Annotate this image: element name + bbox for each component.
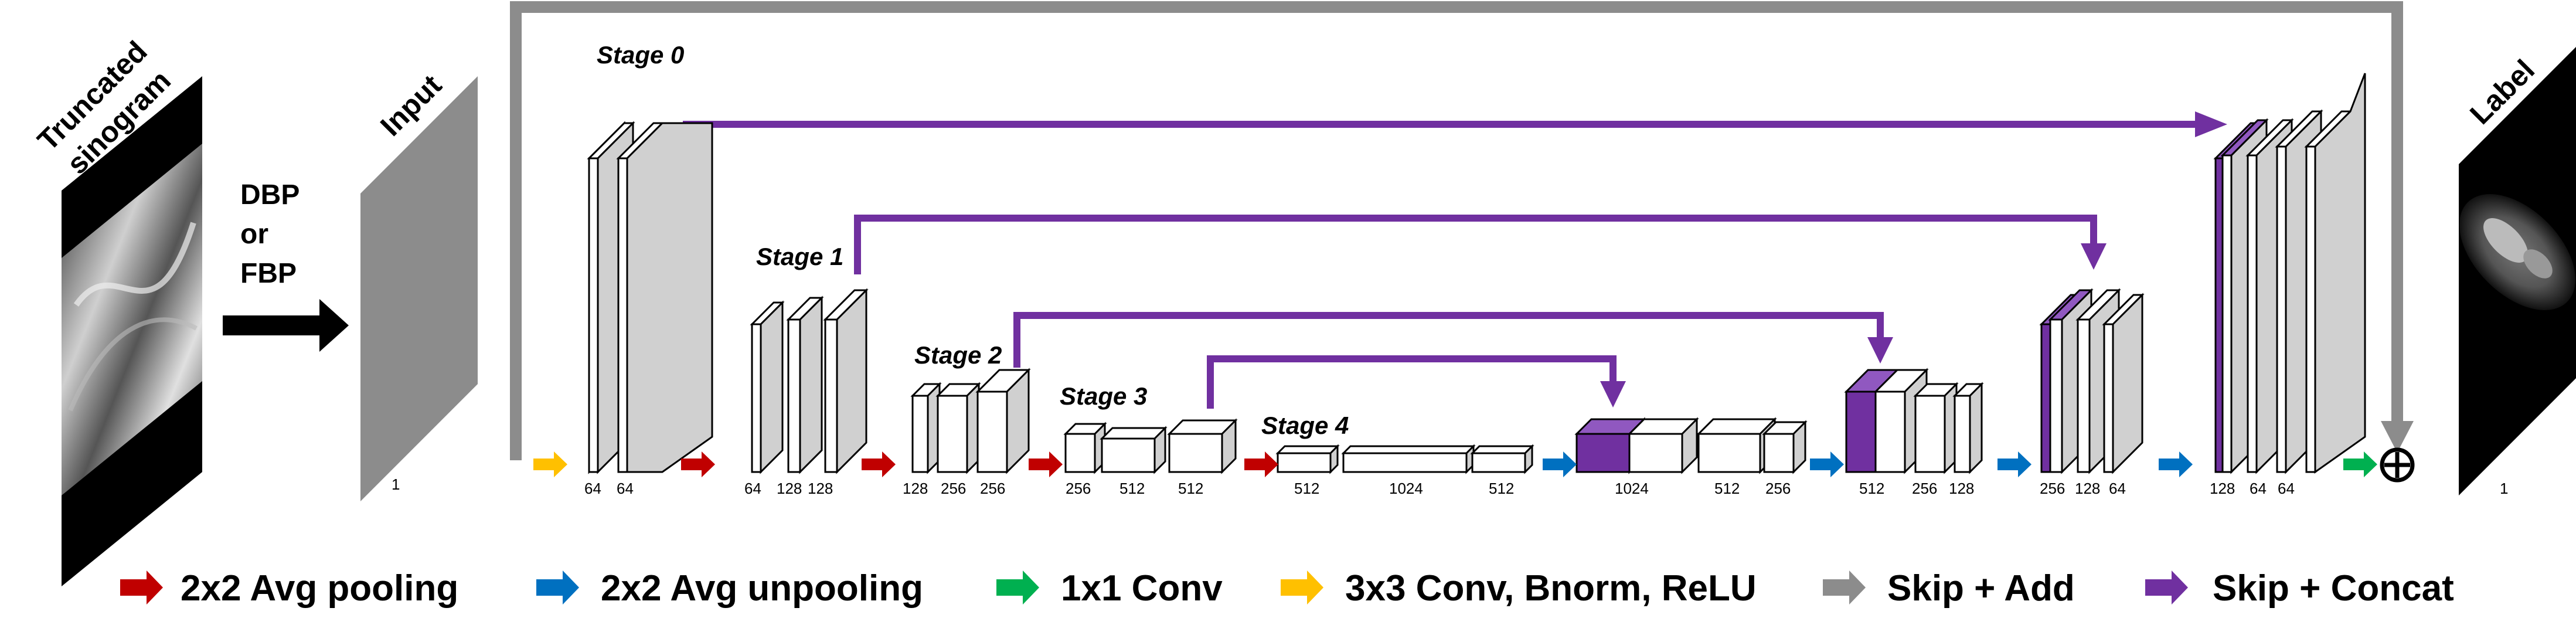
legend-unpool-arrow	[536, 571, 579, 605]
s3-ch1: 512	[1119, 480, 1145, 497]
stage2-title: Stage 2	[914, 341, 1002, 369]
stage4-title: Stage 4	[1261, 412, 1349, 439]
dbp-arrow	[223, 299, 349, 352]
conv3x3-arrow	[533, 451, 567, 477]
s2-ch1: 256	[941, 480, 966, 497]
d2-ch2: 128	[1949, 480, 1974, 497]
stage3-block	[1063, 418, 1238, 474]
unpool-arrow-2	[1810, 451, 1844, 477]
d0-ch1: 64	[2250, 480, 2267, 497]
skip-concat-stage1	[854, 215, 2107, 274]
dbp-label: DBP	[240, 179, 300, 210]
d1-ch1: 128	[2075, 480, 2100, 497]
decoder2-block	[1844, 368, 1984, 474]
s2-ch2: 256	[980, 480, 1005, 497]
stage0-title: Stage 0	[597, 41, 684, 69]
add-operator-icon	[2380, 447, 2415, 483]
legend-conv3x3-label: 3x3 Conv, Bnorm, ReLU	[1345, 568, 1757, 609]
s4-ch2: 512	[1489, 480, 1514, 497]
stage1-title: Stage 1	[756, 243, 843, 270]
skip-add-arrowhead	[2381, 421, 2414, 453]
d2-ch1: 256	[1912, 480, 1937, 497]
fbp-label: FBP	[240, 258, 297, 289]
legend-skip-concat-label: Skip + Concat	[2213, 568, 2454, 609]
skip-concat-stage3	[1207, 355, 1626, 409]
d3-ch2: 256	[1765, 480, 1791, 497]
skip-add-line	[510, 1, 2403, 460]
s3-ch0: 256	[1066, 480, 1091, 497]
legend-item-unpooling: 2x2 Avg unpooling	[536, 568, 923, 609]
d2-ch0: 512	[1859, 480, 1884, 497]
pool-arrow-4	[1244, 451, 1278, 477]
pool-arrow-1	[681, 451, 715, 477]
s0-ch1: 64	[617, 480, 634, 497]
legend-skip-add-arrow	[1823, 571, 1866, 605]
s1-ch1: 128	[777, 480, 802, 497]
s0-ch0: 64	[584, 480, 601, 497]
truncated-sinogram-image	[62, 76, 202, 586]
stage1-block	[750, 288, 869, 474]
skip-concat-stage0	[683, 111, 2227, 137]
legend-item-conv3x3: 3x3 Conv, Bnorm, ReLU	[1281, 568, 1757, 609]
pool-arrow-3	[1029, 451, 1063, 477]
d3-ch0: 1024	[1615, 480, 1649, 497]
legend: 2x2 Avg pooling 2x2 Avg unpooling 1x1 Co…	[120, 568, 2454, 609]
pool-arrow-2	[862, 451, 896, 477]
s1-ch0: 64	[744, 480, 761, 497]
decoder1-block	[2039, 288, 2145, 474]
legend-skip-concat-arrow	[2145, 571, 2188, 605]
legend-unpool-label: 2x2 Avg unpooling	[601, 568, 923, 609]
decoder3-block	[1574, 417, 1808, 474]
d1-ch0: 256	[2040, 480, 2065, 497]
d0-ch2: 64	[2278, 480, 2295, 497]
label-image	[2459, 47, 2576, 495]
skip-concat-stage2	[1013, 312, 1893, 368]
d1-ch2: 64	[2109, 480, 2126, 497]
s3-ch2: 512	[1178, 480, 1203, 497]
stage4-block	[1275, 444, 1534, 474]
d0-ch0: 128	[2210, 480, 2235, 497]
legend-conv1x1-label: 1x1 Conv	[1061, 568, 1223, 609]
legend-item-skip-add: Skip + Add	[1823, 568, 2075, 609]
s1-ch2: 128	[808, 480, 833, 497]
stage2-block	[910, 368, 1031, 474]
input-channel-count: 1	[392, 476, 400, 493]
or-label: or	[240, 219, 268, 250]
legend-conv1x1-arrow	[996, 571, 1039, 605]
legend-item-pooling: 2x2 Avg pooling	[120, 568, 458, 609]
legend-item-conv1x1: 1x1 Conv	[996, 568, 1223, 609]
stage0-block	[587, 121, 713, 474]
label-channel-count: 1	[2500, 480, 2508, 497]
stage3-title: Stage 3	[1060, 382, 1147, 410]
s2-ch0: 128	[903, 480, 928, 497]
legend-pool-label: 2x2 Avg pooling	[181, 568, 458, 609]
legend-pool-arrow	[120, 571, 163, 605]
s4-ch1: 1024	[1389, 480, 1423, 497]
unpool-arrow-4	[2159, 451, 2193, 477]
conv1x1-arrow	[2343, 451, 2377, 477]
legend-conv3x3-arrow	[1281, 571, 1323, 605]
s4-ch0: 512	[1294, 480, 1319, 497]
decoder0-block	[2213, 73, 2366, 474]
unpool-arrow-1	[1543, 451, 1577, 477]
unpool-arrow-3	[1997, 451, 2031, 477]
input-image	[360, 76, 478, 501]
d3-ch1: 512	[1714, 480, 1740, 497]
legend-item-skip-concat: Skip + Concat	[2145, 568, 2454, 609]
legend-skip-add-label: Skip + Add	[1887, 568, 2075, 609]
